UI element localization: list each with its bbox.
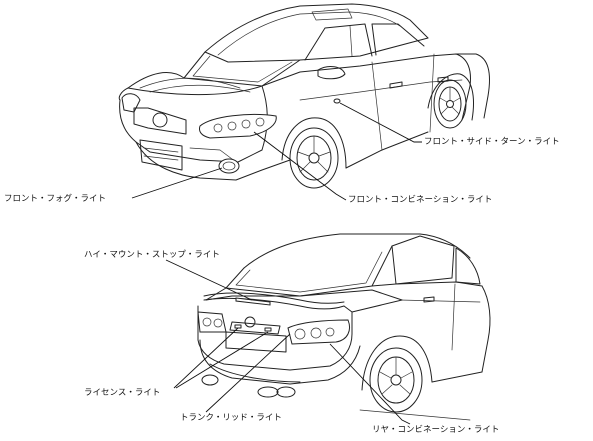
label-front-combination-light: フロント・コンビネーション・ライト: [348, 195, 493, 205]
label-front-fog-light: フロント・フォグ・ライト: [4, 194, 107, 204]
label-front-side-turn-light: フロント・サイド・ターン・ライト: [424, 137, 560, 147]
label-high-mount-stop-light: ハイ・マウント・ストップ・ライト: [84, 250, 220, 260]
rear-car-body: [197, 233, 491, 421]
label-rear-combination-light: リヤ・コンビネーション・ライト: [372, 425, 500, 435]
front-leader-lines: [131, 102, 422, 201]
label-trunk-lid-light: トランク・リッド・ライト: [180, 413, 282, 423]
front-car-body: [118, 3, 490, 189]
rear-leader-lines: [165, 259, 411, 425]
label-license-light: ライセンス・ライト: [84, 388, 161, 398]
